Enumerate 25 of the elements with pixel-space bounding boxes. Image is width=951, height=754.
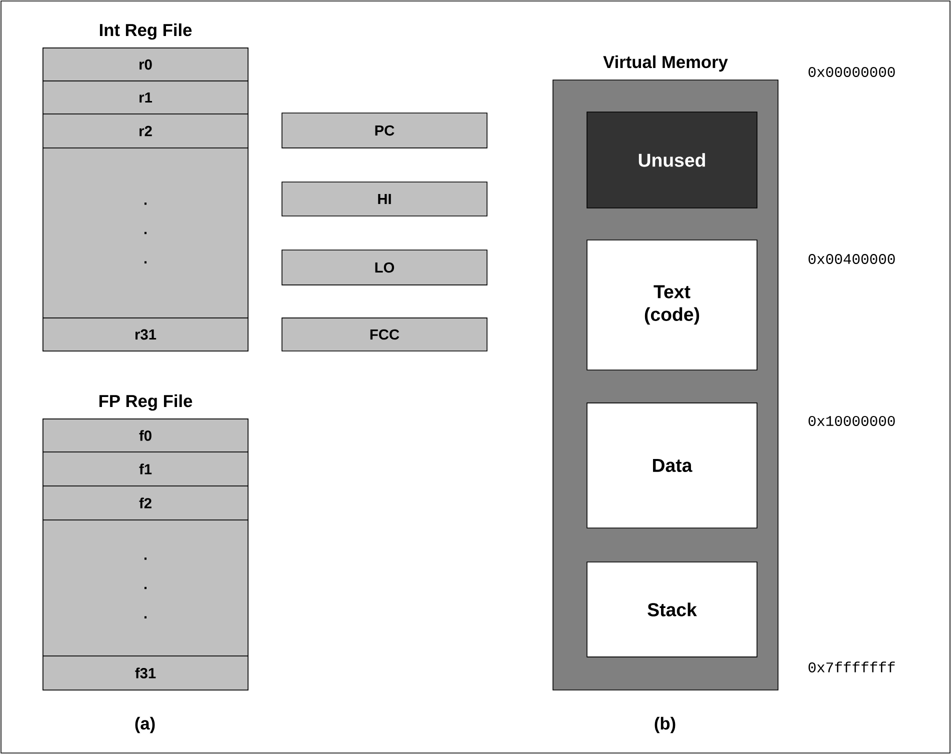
register-box: PC [282, 112, 488, 148]
register-cell: f2 [42, 486, 248, 520]
register-box: HI [282, 182, 488, 216]
register-box: FCC [282, 318, 488, 352]
register-box: LO [282, 250, 488, 286]
memory-segment: Text (code) [586, 240, 758, 370]
register-cell: r31 [42, 318, 248, 352]
register-cell: r0 [42, 48, 248, 82]
register-cell: f31 [42, 656, 248, 690]
address-label: 0x00400000 [808, 254, 895, 264]
register-cell: f0 [42, 418, 248, 452]
memory-segment: Data [586, 402, 758, 528]
memory-segment: Stack [586, 562, 758, 658]
address-label: 0x7fffffff [808, 662, 895, 672]
node-label: Virtual Memory [603, 55, 728, 72]
node-label: Int Reg File [100, 23, 192, 40]
address-label: 0x00000000 [808, 67, 895, 77]
panel-caption: (a) [135, 716, 155, 734]
register-cell: f1 [42, 452, 248, 486]
register-cell: r1 [42, 80, 248, 114]
address-label: 0x10000000 [808, 416, 895, 426]
panel-caption: (b) [654, 716, 676, 734]
memory-segment: Unused [586, 112, 758, 208]
node-label: FP Reg File [99, 394, 192, 411]
register-cell: r2 [42, 114, 248, 148]
